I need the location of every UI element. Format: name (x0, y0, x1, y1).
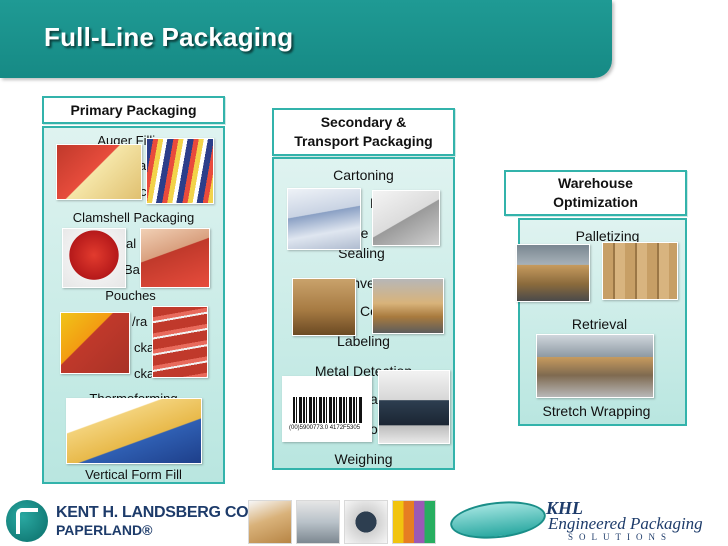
company-subbrand: PAPERLAND® (56, 522, 153, 538)
disc-logo-icon (448, 497, 548, 543)
photo-meat-trays (152, 306, 208, 378)
item-fragment: a (370, 391, 378, 407)
secondary-packaging-heading: Secondary & Transport Packaging (272, 108, 455, 156)
item-fragment: cka (134, 340, 155, 355)
item-fragment: al (126, 236, 137, 251)
photo-snack-bag (56, 144, 142, 200)
title-banner: Full-Line Packaging (0, 0, 612, 78)
warehouse-heading: Warehouse Optimization (504, 170, 687, 216)
item-fragment: o (370, 421, 378, 437)
item-fragment: cka (134, 366, 155, 381)
photo-wrapped-pack (60, 312, 130, 374)
item-vertical-form-fill: Vertical Form Fill (85, 467, 182, 482)
photo-warehouse-forklift (516, 244, 590, 302)
primary-packaging-title: Primary Packaging (70, 102, 197, 118)
photo-sealed-box (372, 190, 440, 246)
item-fragment: /ra (132, 314, 148, 329)
primary-packaging-heading: Primary Packaging (42, 96, 225, 124)
photo-clamshell-tomatoes (62, 228, 126, 288)
item-retrieval: Retrieval (571, 316, 628, 332)
photo-pasta-bag (66, 398, 202, 464)
page-title: Full-Line Packaging (44, 22, 294, 52)
thumb-box (248, 500, 292, 544)
photo-pouch-hand (140, 228, 210, 288)
barcode-text: (00)5900773.0 4172F5305 (289, 425, 361, 431)
logo-mark-icon (16, 508, 38, 534)
warehouse-title-line1: Warehouse (558, 175, 633, 191)
paperland-logo-icon (6, 500, 48, 542)
item-labeling: Labeling (337, 333, 390, 349)
item-palletizing: Palletizing (575, 228, 640, 244)
khl-subtitle: SOLUTIONS (568, 532, 673, 542)
khl-mark: KHL (546, 498, 584, 518)
item-fragment: a (139, 158, 147, 173)
item-fragment: c (140, 184, 147, 199)
item-fragment: Ba (124, 262, 140, 277)
khl-name: Engineered Packaging (548, 514, 703, 533)
thumb-machine (296, 500, 340, 544)
photo-conveyor (372, 278, 444, 334)
secondary-title-line1: Secondary & (320, 114, 407, 130)
barcode-icon (293, 397, 363, 423)
photo-cartoning-line (287, 188, 361, 250)
item-clamshell: Clamshell Packaging (72, 210, 195, 225)
photo-warehouse-shelves (602, 242, 678, 300)
warehouse-title-line2: Optimization (553, 194, 638, 210)
khl-engineered-packaging-logo: KHL Engineered Packaging SOLUTIONS (448, 496, 726, 544)
item-pouches: Pouches (105, 288, 156, 303)
kent-landsberg-logo: KENT H. LANDSBERG CO. PAPERLAND® (6, 500, 253, 542)
item-stretch-wrapping: Stretch Wrapping (542, 403, 651, 419)
company-name: KENT H. LANDSBERG CO. (56, 504, 253, 521)
item-weighing: Weighing (334, 451, 393, 467)
secondary-title-line2: Transport Packaging (294, 133, 433, 149)
photo-stretch-wrapper (378, 370, 450, 444)
thumb-bottles (392, 500, 436, 544)
photo-warehouse-aisle (536, 334, 654, 398)
photo-pallet-boxes (292, 278, 356, 336)
photo-barcode-label: (00)5900773.0 4172F5305 (282, 376, 372, 442)
item-cartoning: Cartoning (333, 167, 394, 183)
photo-stick-packs (146, 138, 214, 204)
thumb-tape-dispenser (344, 500, 388, 544)
